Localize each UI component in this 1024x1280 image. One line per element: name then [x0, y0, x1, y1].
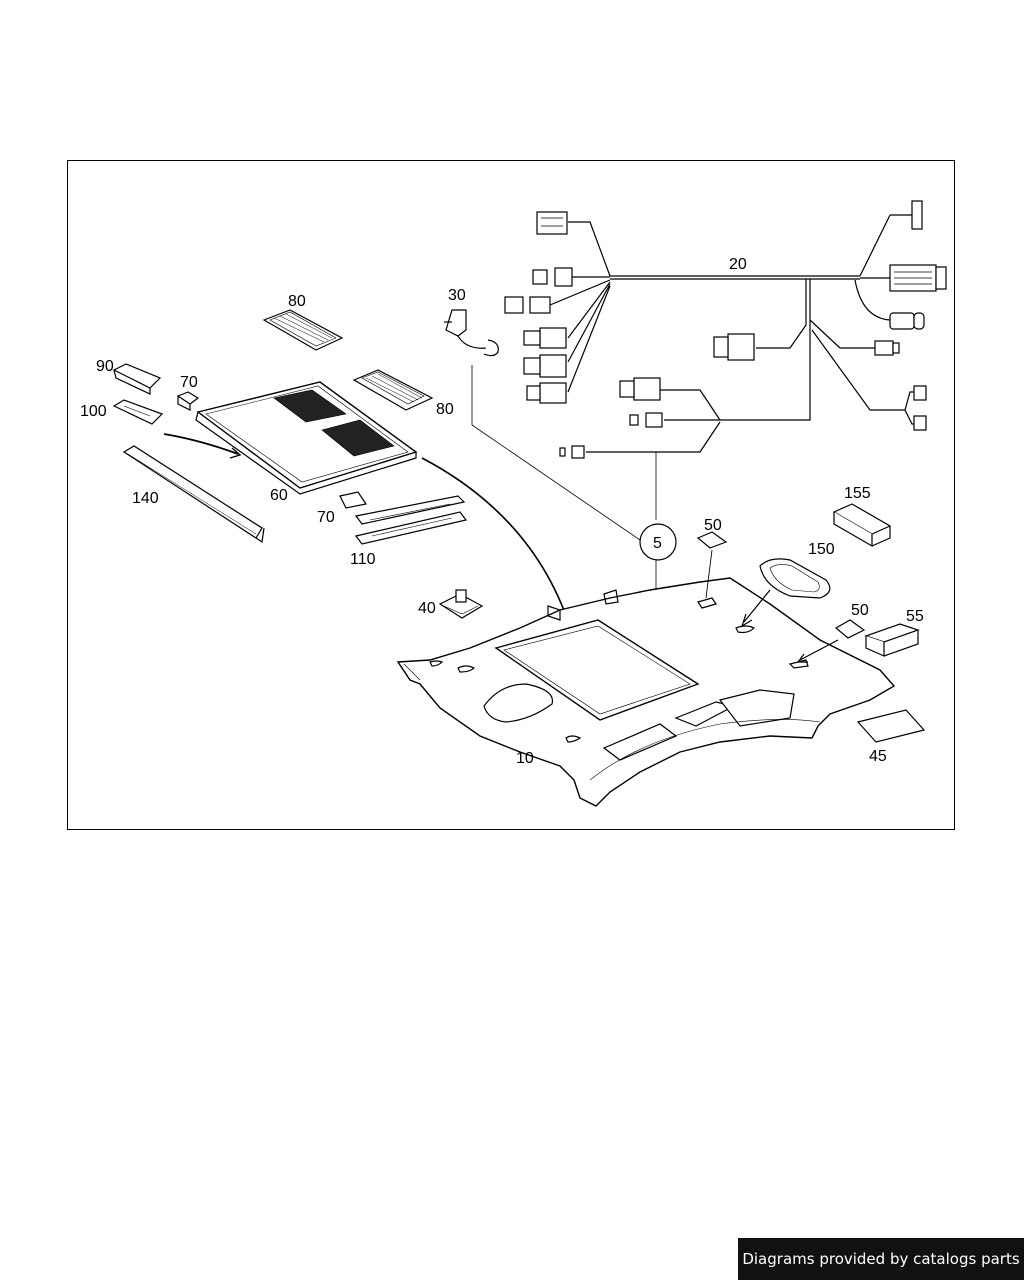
callout-40: 40 [418, 600, 436, 617]
callout-110: 110 [350, 551, 376, 568]
wiring-harness-part-20 [504, 200, 947, 595]
filter-panel-part-80-lower [352, 369, 434, 411]
cover-part-90 [112, 363, 162, 395]
dome-light-part-150 [740, 558, 831, 628]
foam-block-part-55 [864, 623, 920, 657]
callout-155: 155 [844, 485, 871, 502]
callout-20: 20 [729, 256, 747, 273]
switch-module-part-40 [438, 589, 484, 619]
callout-90: 90 [96, 358, 114, 375]
callout-55: 55 [906, 608, 924, 625]
callout-140: 140 [132, 490, 159, 507]
callout-circle-5 [639, 523, 677, 561]
assembly-arrow-sunroof [421, 457, 575, 641]
callout-labels: 10 20 30 40 45 50 50 55 60 70 70 80 80 9… [80, 256, 924, 767]
foam-block-part-155 [832, 503, 892, 548]
clip-part-50-upper [696, 531, 728, 599]
callout-45: 45 [869, 748, 887, 765]
callout-100: 100 [80, 403, 107, 420]
callout-70-upper: 70 [180, 374, 198, 391]
filter-panel-part-80-upper [262, 309, 344, 351]
callout-50-lower: 50 [851, 602, 869, 619]
clip-part-70-lower [339, 491, 367, 509]
credit-banner: Diagrams provided by catalogs parts [738, 1238, 1024, 1280]
callout-80-upper: 80 [288, 293, 306, 310]
assembly-arrow-left [163, 433, 239, 455]
callout-30: 30 [448, 287, 466, 304]
pad-part-45 [856, 709, 926, 743]
clip-part-70-upper [176, 391, 200, 411]
sensor-part-30 [444, 309, 641, 541]
callout-70-lower: 70 [317, 509, 335, 526]
bezel-part-100 [112, 399, 164, 425]
callout-5: 5 [653, 535, 662, 552]
callout-50-upper: 50 [704, 517, 722, 534]
sunroof-panel-part-60 [195, 381, 418, 495]
trim-strip-part-140 [122, 445, 265, 544]
headliner-part-10 [396, 577, 896, 807]
clip-part-50-lower [796, 619, 866, 663]
callout-10: 10 [516, 750, 534, 767]
callout-60: 60 [270, 487, 288, 504]
callout-150: 150 [808, 541, 835, 558]
callout-80-lower: 80 [436, 401, 454, 418]
rail-assembly-part-110 [354, 495, 468, 545]
